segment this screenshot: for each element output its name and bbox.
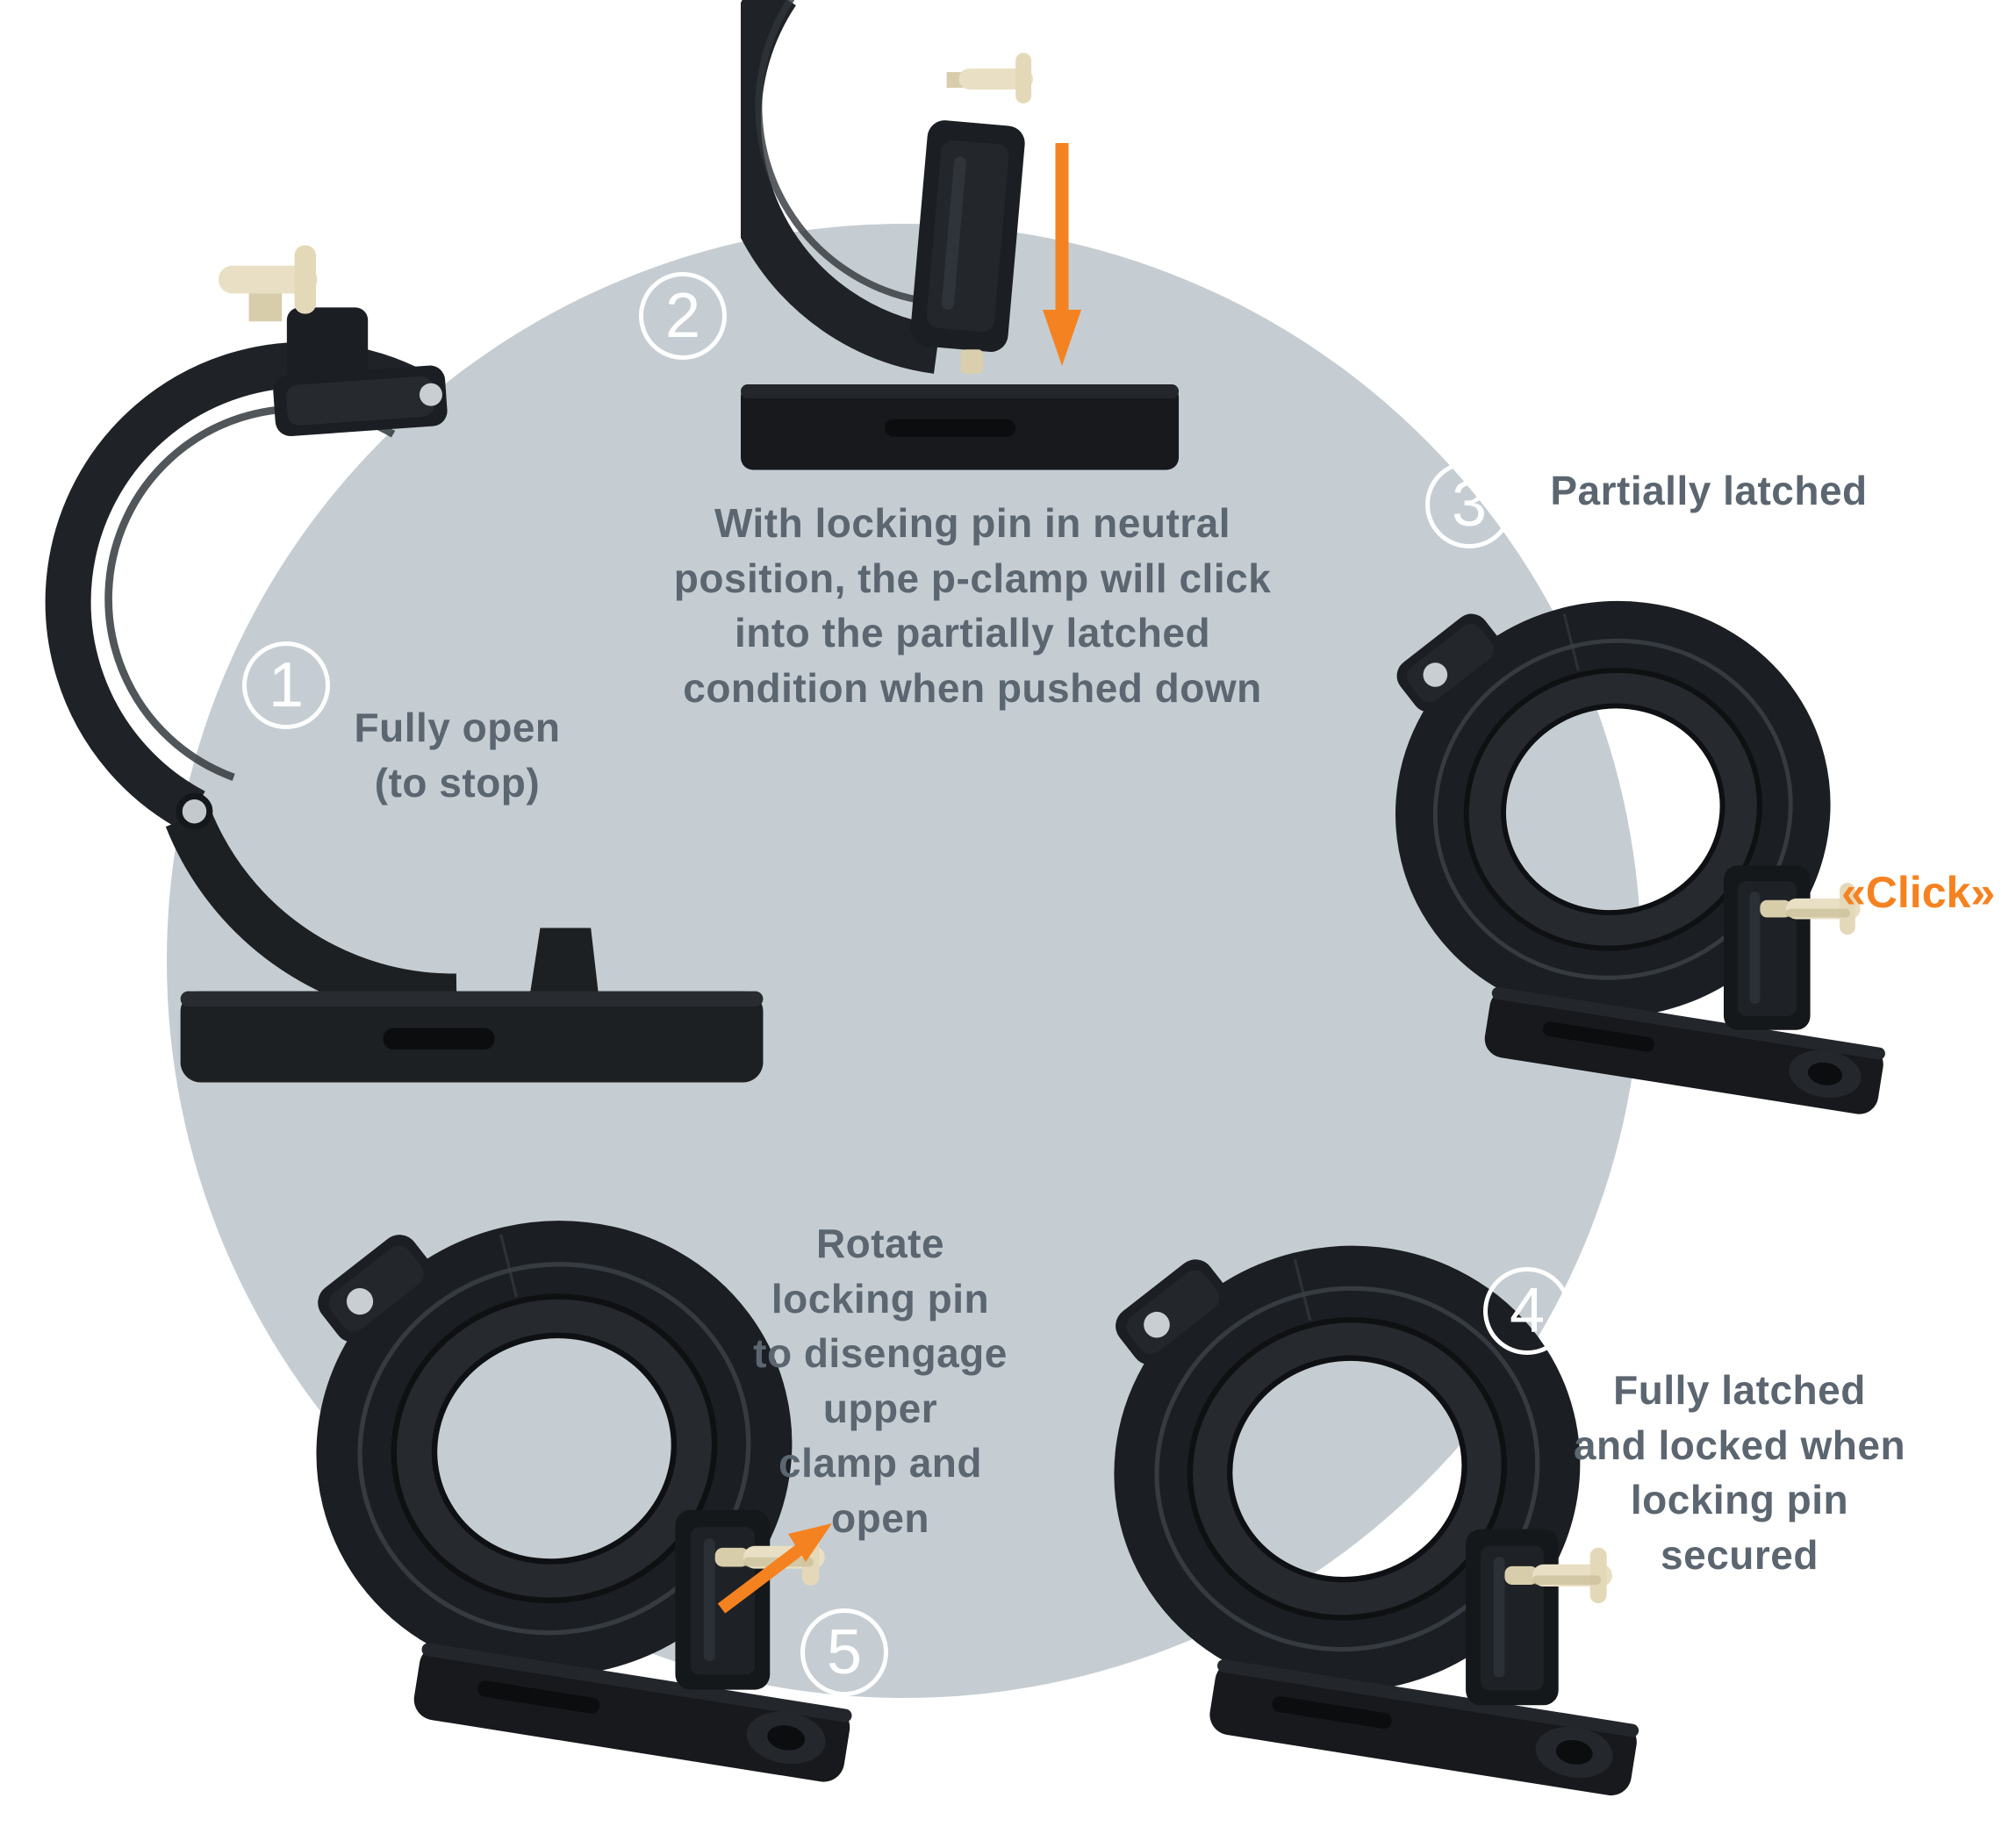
step-1-label: Fully open (to stop) xyxy=(354,705,561,806)
rotate-pin-arrow-icon xyxy=(717,1523,832,1614)
step-5-number: 5 xyxy=(826,1617,863,1687)
step-1-badge: 1 xyxy=(242,641,330,729)
step-2-label: With locking pin in neutral position, th… xyxy=(673,500,1272,711)
click-callout: «Click» xyxy=(1841,868,1996,917)
push-down-clamp-illustration xyxy=(741,0,1186,476)
step-1-number: 1 xyxy=(268,650,305,720)
step-5-badge: 5 xyxy=(800,1608,888,1696)
step-4-label: Fully latched and locked when locking pi… xyxy=(1573,1367,1906,1578)
step-2-badge: 2 xyxy=(639,272,727,360)
step-3-badge: 3 xyxy=(1425,461,1513,548)
step-2-number: 2 xyxy=(664,281,701,351)
step-5-label: Rotate locking pin to disengage upper cl… xyxy=(753,1221,1008,1541)
step-4-badge: 4 xyxy=(1483,1267,1571,1355)
partially-latched-clamp-illustration xyxy=(1353,567,1907,1147)
step-4-number: 4 xyxy=(1509,1276,1546,1346)
push-down-arrow-icon xyxy=(1043,143,1081,366)
step-3-label: Partially latched xyxy=(1550,468,1868,513)
step-3-number: 3 xyxy=(1451,469,1488,540)
